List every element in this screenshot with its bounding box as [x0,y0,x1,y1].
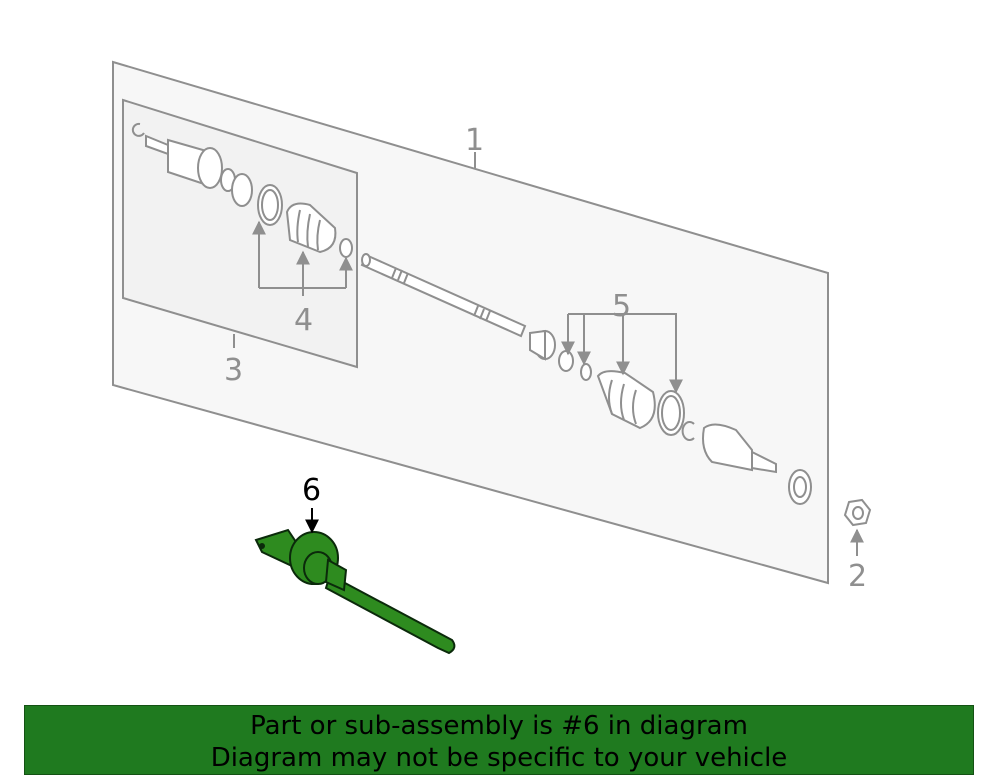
outer-seal-inner [793,476,807,498]
hub-nut [843,498,872,527]
outer-snap-ring [681,421,695,441]
outer-clamp-ring [580,363,592,381]
snap-ring-inner [131,122,145,137]
highlighted-part-6 [254,528,456,655]
callout-5: 5 [612,289,631,324]
callout-1: 1 [465,123,484,158]
boot-clamp-large-inner [261,189,279,221]
shaft-stopper-body [529,329,546,361]
inner-joint-face [197,147,223,189]
boot-clamp-small [339,238,353,258]
part6-bolt-hole [259,543,265,549]
banner-line-1: Part or sub-assembly is #6 in diagram [250,711,748,741]
callout-2: 2 [848,559,867,594]
axle-shaft [360,253,556,361]
leader-4 [258,222,347,296]
outer-joint-group [558,350,812,505]
part6-collar [324,558,348,592]
info-banner: Part or sub-assembly is #6 in diagram Di… [24,705,974,775]
callout-6: 6 [302,473,321,508]
part6-shaft [324,573,456,655]
callout-4: 4 [294,303,313,338]
outer-clamp-large-inner [661,395,681,431]
shaft-splines [391,267,491,322]
outer-clamp-small [558,350,574,372]
parts-diagram: 1 2 3 4 5 6 [112,60,872,655]
leader-5 [567,313,677,388]
shaft-end [361,253,371,267]
bearing-ring [231,173,253,207]
outer-boot-ribs [608,379,637,425]
banner-line-2: Diagram may not be specific to your vehi… [210,743,788,773]
outer-joint-stub [751,450,777,474]
leader-lines [233,152,864,556]
callout-3: 3 [224,353,243,388]
